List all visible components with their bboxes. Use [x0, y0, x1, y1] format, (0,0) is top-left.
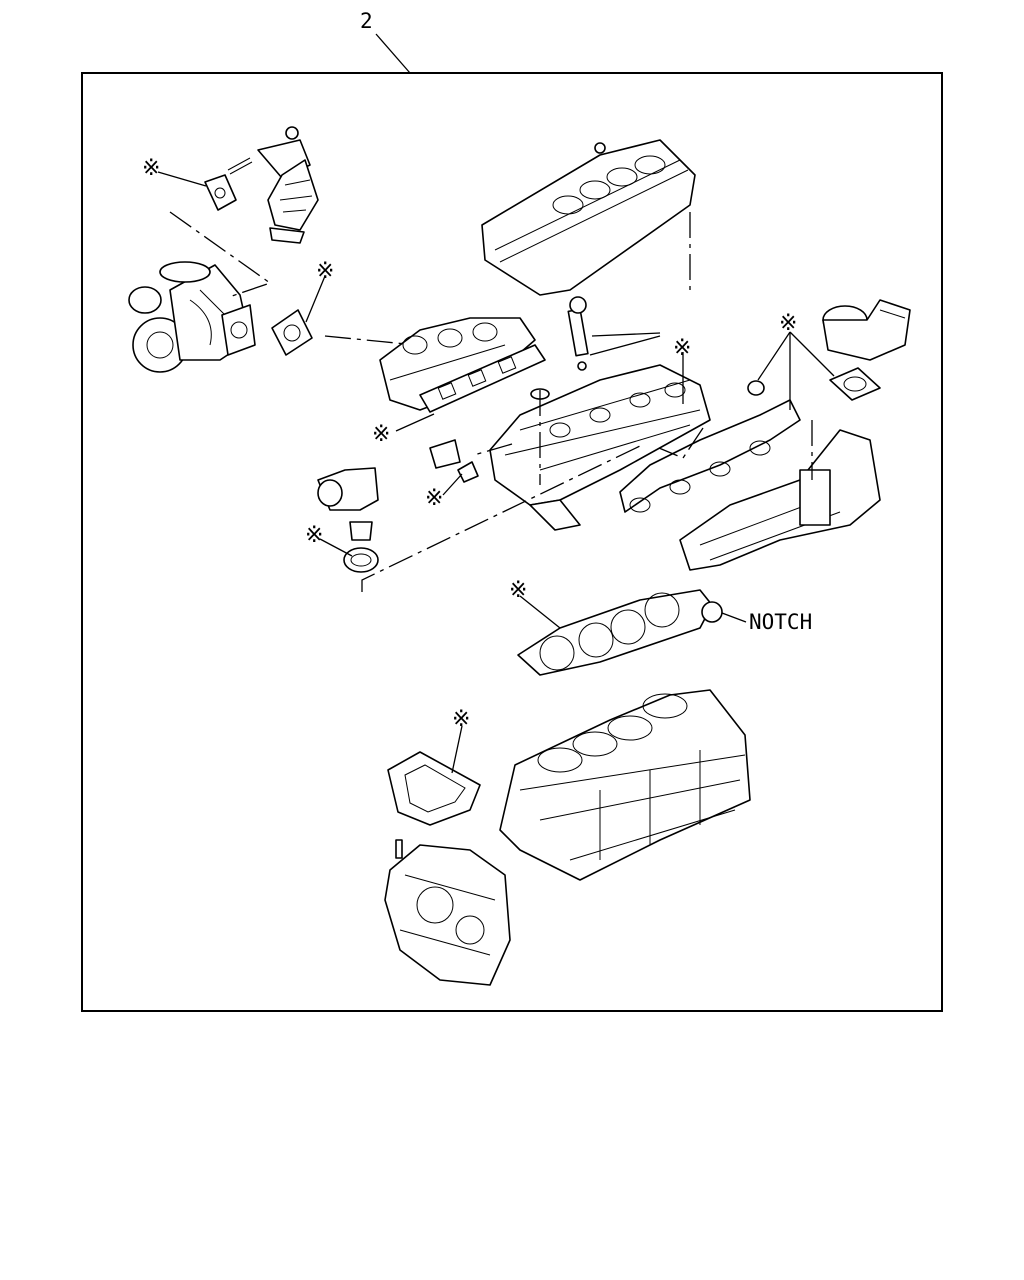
turbo-flange-gasket — [271, 309, 313, 356]
fuel-injector — [567, 296, 589, 371]
kit-marker-water-outlet-gasket: ※ — [425, 486, 443, 511]
exhaust-flange-gasket — [204, 174, 237, 211]
kit-marker-intake-gaskets: ※ — [779, 311, 797, 336]
leader-lines — [157, 171, 835, 774]
thermostat — [349, 521, 373, 541]
kit-marker-front-cover-gasket: ※ — [452, 707, 470, 732]
cylinder-block — [499, 689, 751, 881]
thermostat-housing — [317, 467, 379, 511]
turbocharger — [128, 261, 256, 373]
kit-marker-exhaust-gasket: ※ — [142, 156, 160, 181]
thermostat-ring-gasket — [343, 547, 379, 573]
timing-gear-case — [384, 844, 511, 986]
reference-number-label: 2 — [360, 9, 373, 33]
diagram-frame — [81, 72, 943, 1012]
kit-marker-head-gasket: ※ — [509, 578, 527, 603]
kit-marker-exhaust-manifold-gasket: ※ — [372, 422, 390, 447]
throttle-valve — [822, 299, 911, 361]
throttle-valve-gasket — [829, 367, 881, 401]
exhaust-manifold — [379, 317, 536, 411]
cylinder-head — [489, 364, 711, 531]
assembly-lines — [169, 211, 813, 592]
water-outlet-pipe — [429, 439, 461, 469]
front-cover-gasket — [387, 751, 481, 826]
kit-marker-head-cover-gasket: ※ — [673, 336, 691, 361]
kit-marker-thermostat-gasket: ※ — [305, 523, 323, 548]
pcv-grommet — [747, 380, 765, 396]
water-outlet-gasket — [457, 461, 479, 483]
intake-manifold — [679, 429, 881, 571]
catalytic-converter — [227, 126, 319, 244]
dowel-pin — [395, 839, 403, 859]
cylinder-head-cover — [481, 139, 696, 296]
notch-label: NOTCH — [749, 610, 812, 634]
exhaust-manifold-gasket — [419, 344, 546, 413]
cylinder-head-gasket — [517, 589, 723, 676]
kit-marker-turbo-gasket: ※ — [316, 259, 334, 284]
reference-leader-line — [375, 33, 411, 74]
